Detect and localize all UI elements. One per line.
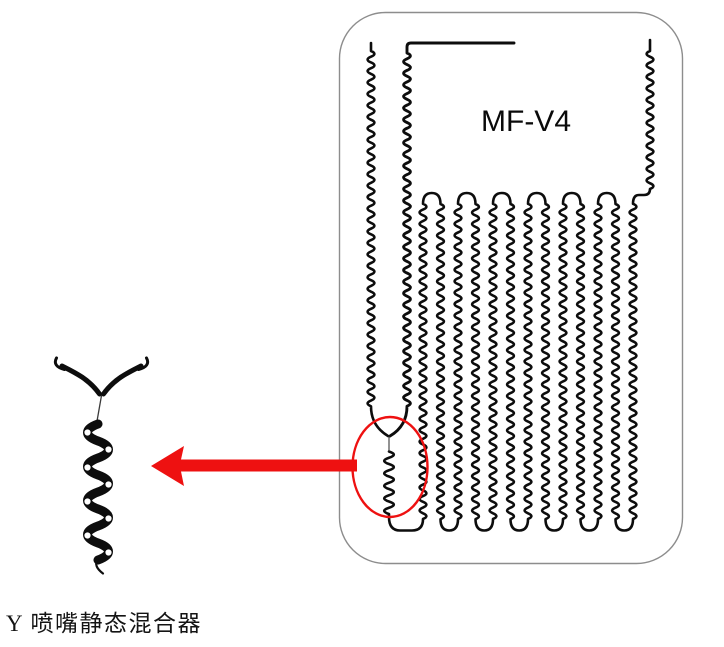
caption-label: Y 喷嘴静态混合器 <box>6 611 203 636</box>
y-mixer-detail <box>53 356 150 575</box>
mixer-right-arm <box>101 363 144 397</box>
mixer-element-dots <box>84 429 112 556</box>
mixer-outlet-tail <box>95 557 105 575</box>
mixer-left-arm <box>59 363 102 397</box>
mixer-spiral-channel <box>83 419 113 565</box>
mixer-right-arm-curl <box>137 356 150 371</box>
mixer-left-arm-curl <box>53 356 66 371</box>
inlet-channel-left <box>366 41 390 438</box>
inlet-channel-top <box>388 41 516 438</box>
mixer-nozzle-line <box>95 395 103 425</box>
channel-network <box>366 38 655 532</box>
zoom-arrow-icon <box>151 446 357 486</box>
serpentine-mixing-channel <box>382 38 655 532</box>
chip-label: MF-V4 <box>481 105 571 138</box>
